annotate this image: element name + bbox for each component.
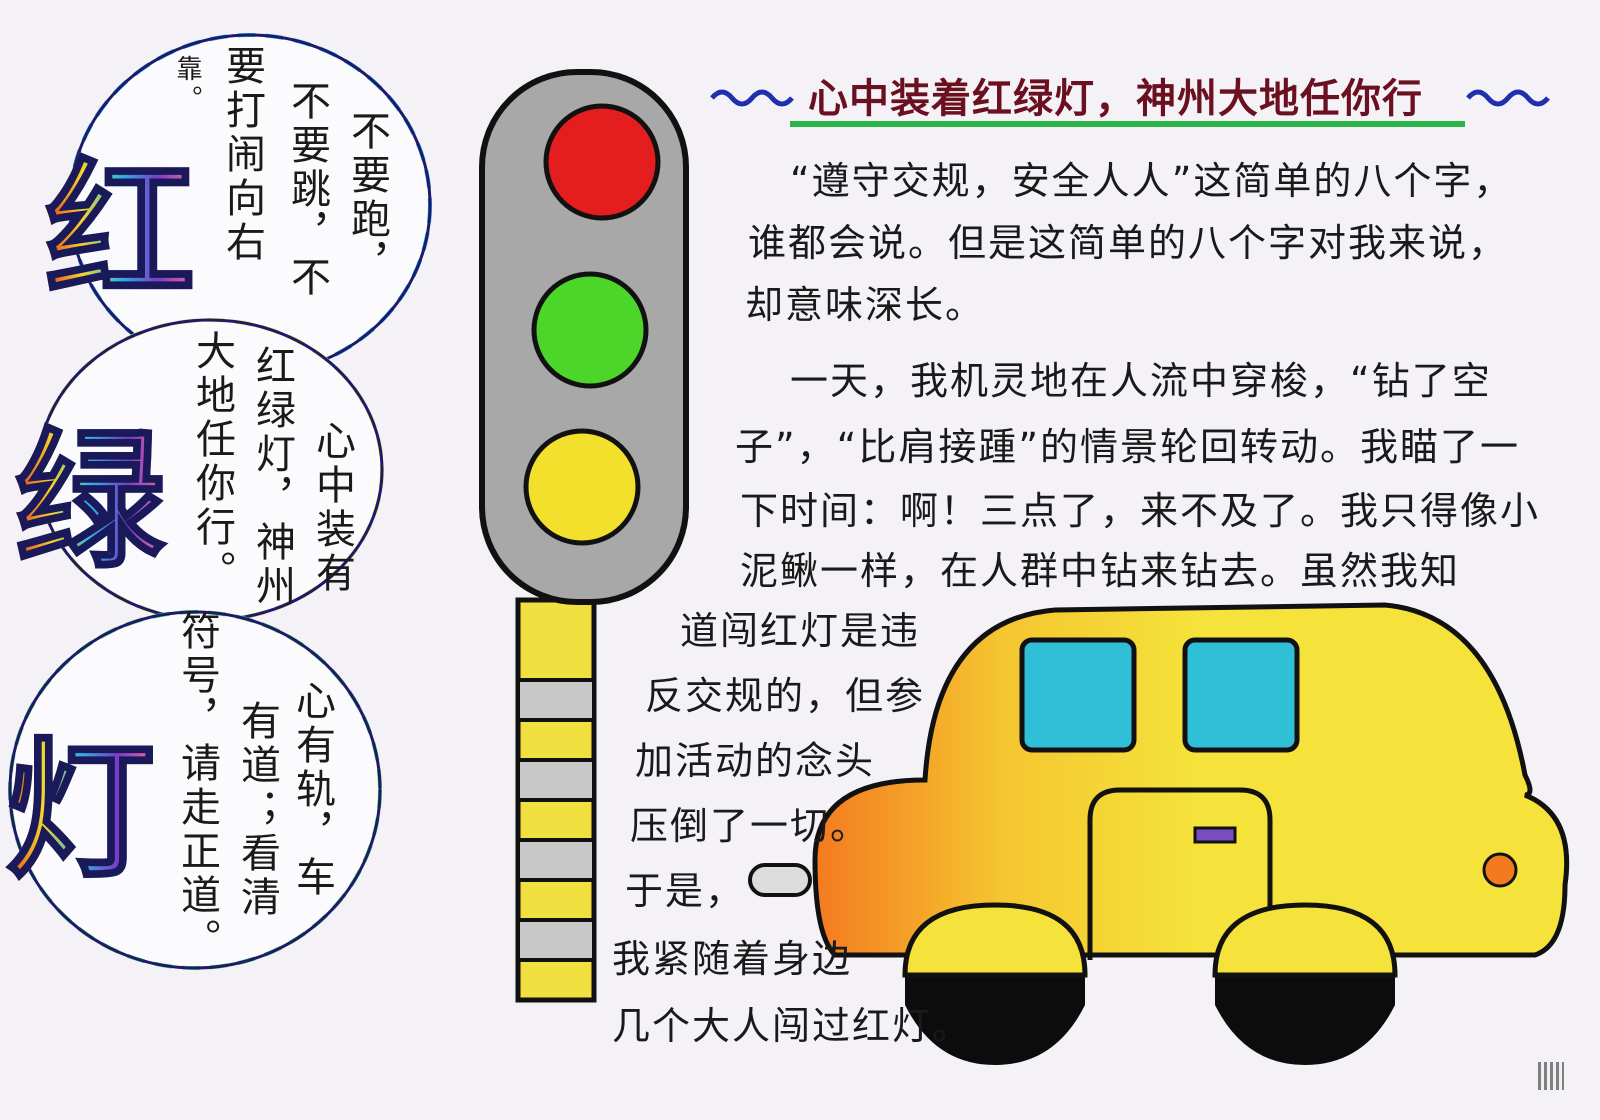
car	[748, 602, 1570, 1065]
car-window-right	[1182, 637, 1300, 753]
big-char-green: 绿	[13, 380, 166, 597]
article-line-lower: 道闯红灯是违	[680, 609, 921, 653]
car-door-handle	[1193, 826, 1237, 844]
car-body	[812, 602, 1570, 958]
article-line: 泥鳅一样，在人群中钻来钻去。虽然我知	[740, 549, 1461, 593]
bubble-3-col-3: 符号，请走正道。	[174, 610, 220, 962]
article-line-lower: 反交规的，但参	[645, 674, 926, 718]
bubble-2-col-3: 大地任你行。	[189, 330, 235, 594]
car-exhaust	[748, 863, 812, 897]
bubble-2-col-2: 红绿灯，神州	[249, 345, 295, 609]
bubble-2-col-1: 心中装有	[309, 420, 355, 596]
red-light	[543, 103, 661, 221]
bubble-1-col-4: 靠。	[172, 55, 202, 115]
car-taillight	[1482, 852, 1518, 888]
big-char-red: 红	[43, 110, 196, 327]
article-line-lower: 于是，	[625, 869, 746, 913]
article-line-lower: 加活动的念头	[635, 739, 876, 783]
article-line: 一天，我机灵地在人流中穿梭，“钻了空	[790, 359, 1492, 403]
poster-title: 心中装着红绿灯，神州大地任你行	[808, 76, 1423, 122]
title-wave-left	[710, 89, 794, 107]
big-char-lamp: 灯	[3, 690, 156, 907]
green-light	[531, 271, 649, 389]
bubble-1-col-1: 不要跑，	[344, 110, 390, 286]
article-line: 子”，“比肩接踵”的情景轮回转动。我瞄了一	[735, 425, 1521, 469]
bubble-3-col-2: 有道；看清	[234, 700, 280, 920]
article-line-lower: 压倒了一切。	[630, 804, 871, 848]
bubble-3-col-1: 心有轨，车	[289, 680, 335, 900]
bubble-1	[68, 33, 432, 377]
bubble-3	[8, 610, 382, 970]
car-window-left	[1019, 637, 1137, 753]
traffic-light	[479, 69, 689, 1003]
yellow-light	[523, 428, 641, 546]
article-line: 下时间：啊！三点了，来不及了。我只得像小	[740, 489, 1541, 533]
article-line-lower: 我紧随着身边	[612, 937, 853, 981]
bubble-1-col-2: 不要跳，不	[284, 80, 330, 300]
title-wave-right	[1466, 89, 1550, 107]
article-line: 谁都会说。但是这简单的八个字对我来说，	[748, 221, 1509, 265]
article-line-lower: 几个大人闯过红灯。	[612, 1004, 973, 1048]
bubble-1-col-3: 要打闹向右	[219, 45, 265, 265]
article-line: “遵守交规，安全人人”这简单的八个字，	[790, 159, 1514, 203]
car-door	[1087, 787, 1273, 960]
article-line: 却意味深长。	[745, 283, 986, 327]
qr-code	[1538, 1062, 1564, 1090]
